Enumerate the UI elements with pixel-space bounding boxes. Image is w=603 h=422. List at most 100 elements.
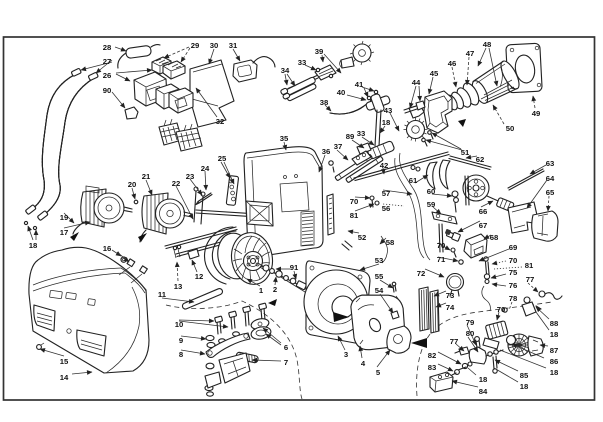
svg-text:70: 70 — [509, 256, 518, 265]
svg-text:14: 14 — [60, 373, 69, 382]
svg-text:33: 33 — [357, 129, 366, 138]
svg-text:73: 73 — [446, 291, 455, 300]
svg-text:65: 65 — [546, 188, 555, 197]
svg-text:61: 61 — [409, 176, 418, 185]
svg-text:18: 18 — [479, 375, 488, 384]
svg-text:46: 46 — [448, 59, 457, 68]
svg-text:66: 66 — [479, 207, 488, 216]
svg-text:71: 71 — [437, 255, 446, 264]
svg-text:4: 4 — [361, 359, 366, 368]
svg-text:39: 39 — [315, 47, 324, 56]
svg-text:81: 81 — [350, 211, 359, 220]
svg-text:90: 90 — [103, 86, 112, 95]
svg-text:7: 7 — [284, 358, 288, 367]
svg-text:49: 49 — [532, 109, 541, 118]
svg-text:85: 85 — [520, 371, 529, 380]
svg-text:53: 53 — [375, 256, 384, 265]
svg-text:86: 86 — [550, 357, 559, 366]
svg-text:18: 18 — [382, 118, 391, 127]
svg-text:1: 1 — [259, 286, 264, 295]
svg-text:52: 52 — [358, 233, 367, 242]
svg-text:80: 80 — [466, 329, 475, 338]
svg-text:58: 58 — [386, 238, 395, 247]
svg-text:91: 91 — [290, 263, 299, 272]
svg-text:43: 43 — [384, 106, 393, 115]
svg-text:42: 42 — [380, 161, 389, 170]
svg-text:18: 18 — [550, 368, 559, 377]
svg-text:15: 15 — [60, 357, 69, 366]
svg-text:50: 50 — [506, 124, 515, 133]
svg-text:34: 34 — [281, 66, 290, 75]
svg-text:74: 74 — [446, 303, 455, 312]
svg-text:89: 89 — [346, 132, 355, 141]
svg-text:44: 44 — [412, 78, 421, 87]
svg-text:60: 60 — [427, 187, 436, 196]
svg-text:18: 18 — [29, 241, 38, 250]
svg-text:21: 21 — [142, 172, 151, 181]
svg-text:11: 11 — [158, 290, 167, 299]
svg-text:87: 87 — [550, 346, 559, 355]
svg-text:26: 26 — [103, 71, 112, 80]
svg-text:59: 59 — [427, 200, 436, 209]
svg-text:88: 88 — [550, 319, 559, 328]
svg-text:81: 81 — [525, 261, 534, 270]
svg-text:78: 78 — [509, 294, 518, 303]
svg-text:29: 29 — [191, 41, 200, 50]
svg-text:57: 57 — [382, 189, 391, 198]
svg-text:41: 41 — [355, 80, 364, 89]
svg-text:32: 32 — [216, 117, 225, 126]
svg-text:35: 35 — [280, 134, 289, 143]
svg-text:83: 83 — [428, 363, 437, 372]
svg-text:24: 24 — [201, 164, 210, 173]
svg-text:76: 76 — [509, 281, 518, 290]
svg-text:3: 3 — [344, 350, 348, 359]
svg-text:28: 28 — [103, 43, 112, 52]
svg-text:55: 55 — [375, 272, 384, 281]
svg-text:84: 84 — [479, 387, 488, 396]
svg-text:22: 22 — [172, 179, 181, 188]
svg-text:33: 33 — [298, 58, 307, 67]
svg-text:45: 45 — [430, 69, 439, 78]
svg-text:2: 2 — [273, 285, 277, 294]
svg-text:63: 63 — [546, 159, 555, 168]
svg-text:16: 16 — [103, 244, 112, 253]
svg-text:77: 77 — [526, 275, 535, 284]
svg-text:6: 6 — [284, 343, 288, 352]
svg-text:38: 38 — [320, 98, 329, 107]
svg-text:30: 30 — [210, 41, 219, 50]
svg-text:69: 69 — [509, 243, 518, 252]
svg-text:36: 36 — [322, 147, 331, 156]
svg-text:77: 77 — [450, 337, 459, 346]
svg-text:27: 27 — [103, 57, 112, 66]
svg-text:19: 19 — [60, 213, 69, 222]
svg-text:40: 40 — [337, 88, 346, 97]
svg-text:12: 12 — [195, 272, 204, 281]
svg-text:79: 79 — [466, 318, 475, 327]
svg-text:13: 13 — [174, 282, 183, 291]
svg-text:68: 68 — [490, 233, 499, 242]
svg-text:20: 20 — [128, 180, 137, 189]
svg-text:64: 64 — [546, 174, 555, 183]
svg-text:51: 51 — [461, 148, 470, 157]
svg-text:37: 37 — [334, 142, 343, 151]
svg-text:62: 62 — [476, 155, 485, 164]
svg-text:54: 54 — [375, 286, 384, 295]
svg-text:67: 67 — [479, 221, 488, 230]
svg-text:5: 5 — [376, 368, 381, 377]
svg-text:10: 10 — [175, 320, 184, 329]
svg-text:25: 25 — [218, 154, 227, 163]
svg-text:18: 18 — [520, 382, 529, 391]
svg-text:82: 82 — [428, 351, 437, 360]
svg-text:47: 47 — [466, 49, 475, 58]
svg-text:70: 70 — [350, 197, 359, 206]
svg-text:72: 72 — [417, 269, 426, 278]
svg-text:48: 48 — [483, 40, 492, 49]
svg-text:17: 17 — [60, 228, 69, 237]
svg-text:56: 56 — [382, 204, 391, 213]
svg-text:8: 8 — [179, 350, 184, 359]
svg-text:9: 9 — [179, 336, 183, 345]
svg-text:70: 70 — [497, 305, 506, 314]
svg-text:18: 18 — [550, 330, 559, 339]
svg-text:75: 75 — [509, 268, 518, 277]
svg-text:31: 31 — [229, 41, 238, 50]
